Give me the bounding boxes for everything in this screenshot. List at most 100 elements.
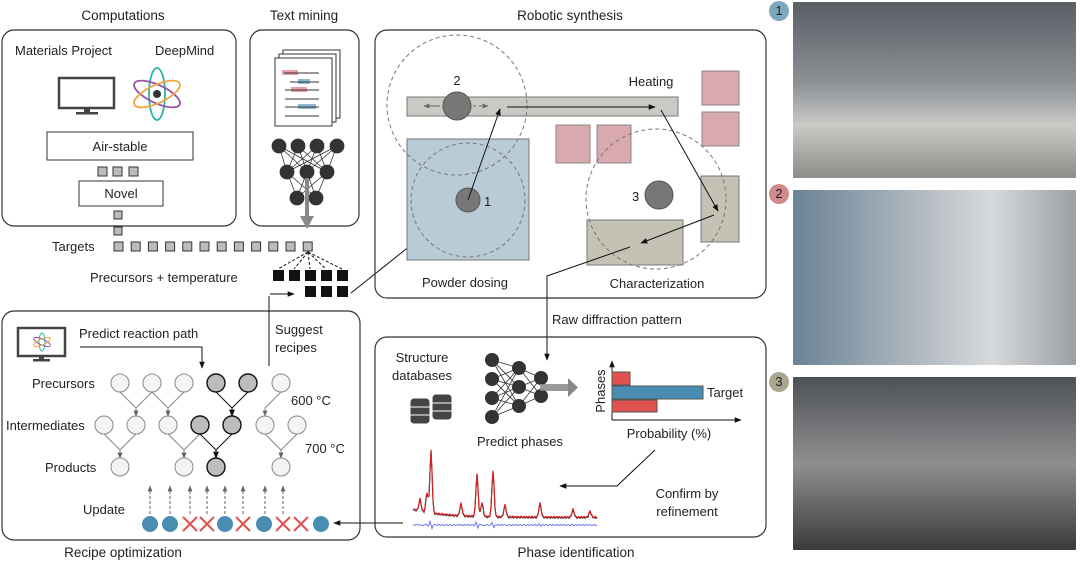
- recipe-square: [337, 270, 348, 281]
- recipe-square: [273, 270, 284, 281]
- target-square: [130, 241, 141, 252]
- success-marker: [313, 516, 329, 532]
- raw-diffraction-label: Raw diffraction pattern: [552, 312, 682, 327]
- confirm-label-2: refinement: [656, 504, 718, 519]
- target-square: [113, 241, 124, 252]
- intermediates-row-label: Intermediates: [6, 418, 85, 433]
- recipe-square: [289, 270, 300, 281]
- network-node: [534, 371, 548, 385]
- reaction-node: [94, 415, 114, 435]
- recipe-squares: [273, 251, 348, 297]
- materials-project-label: Materials Project: [15, 43, 112, 58]
- target-square: [199, 241, 210, 252]
- reaction-node: [287, 415, 307, 435]
- network-node: [534, 389, 548, 403]
- reaction-node: [271, 373, 291, 393]
- reaction-edge: [151, 391, 171, 417]
- reaction-edge: [117, 433, 137, 459]
- fail-marker: [235, 516, 251, 532]
- probability-axis-label: Probability (%): [627, 426, 712, 441]
- success-marker: [217, 516, 233, 532]
- target-square: [147, 241, 158, 252]
- novel-label: Novel: [104, 186, 137, 201]
- success-marker: [162, 516, 178, 532]
- text-mining-title: Text mining: [270, 8, 338, 23]
- reaction-node: [222, 415, 242, 435]
- target-square: [302, 241, 313, 252]
- predict-arrow: [568, 378, 578, 397]
- phase-bar-target: [611, 385, 704, 400]
- text-mining-network-icon: [271, 138, 345, 206]
- fail-marker: [293, 516, 309, 532]
- predict-reaction-path-label: Predict reaction path: [79, 326, 198, 341]
- photo-badge-1: 1: [769, 1, 789, 21]
- suggest-recipes-label-2: recipes: [275, 340, 317, 355]
- reaction-edge: [165, 391, 185, 417]
- reaction-edge: [119, 391, 139, 417]
- reaction-edge: [167, 433, 187, 459]
- suggest-recipes-label-1: Suggest: [275, 322, 323, 337]
- structure-databases-label-2: databases: [392, 368, 452, 383]
- reaction-node: [126, 415, 146, 435]
- target-square: [216, 241, 227, 252]
- network-node: [485, 372, 499, 386]
- target-square: [251, 241, 262, 252]
- computations-title: Computations: [81, 8, 165, 23]
- monitor-icon: [57, 76, 116, 115]
- recipe-square: [321, 286, 332, 297]
- phase-bar-3: [611, 399, 658, 413]
- fail-marker: [199, 516, 215, 532]
- powder-dosing-label: Powder dosing: [422, 275, 508, 290]
- station-2-number: 2: [453, 73, 460, 88]
- recipe-optimization-title: Recipe optimization: [64, 545, 182, 560]
- reaction-node: [142, 373, 162, 393]
- targets-label: Targets: [52, 239, 95, 254]
- network-node: [329, 138, 345, 154]
- reaction-node: [110, 373, 130, 393]
- network-node: [308, 190, 324, 206]
- reaction-node: [158, 415, 178, 435]
- network-node: [289, 190, 305, 206]
- air-stable-filter: [46, 131, 194, 161]
- network-node: [279, 164, 295, 180]
- robot-3: [644, 180, 674, 210]
- temperature-700: 700 °C: [305, 441, 345, 456]
- update-label: Update: [83, 502, 125, 517]
- temperature-600: 600 °C: [291, 393, 331, 408]
- reaction-node: [206, 457, 226, 477]
- characterization-station-b: [586, 219, 684, 266]
- phase-probability-chart: Target Phases Probability (%): [593, 360, 744, 441]
- gray-arrow-head: [300, 216, 314, 229]
- reaction-edge: [213, 433, 233, 459]
- robot-2: [442, 91, 472, 121]
- diffraction-arrow: [544, 246, 631, 361]
- network-node: [309, 138, 325, 154]
- network-node: [512, 380, 526, 394]
- phase-identification-panel: Phase identification Structure databases…: [333, 336, 767, 560]
- network-node: [290, 138, 306, 154]
- success-marker: [142, 516, 158, 532]
- atom-icon: [133, 67, 181, 121]
- photo-powder-dosing-station: [793, 2, 1076, 178]
- reaction-edge: [103, 433, 123, 459]
- reaction-node: [238, 373, 258, 393]
- station-1-number: 1: [484, 194, 491, 209]
- reaction-node: [206, 373, 226, 393]
- furnaces: [555, 70, 740, 164]
- target-square: [165, 241, 176, 252]
- diffraction-pattern: [412, 449, 598, 531]
- network-node: [512, 361, 526, 375]
- experiment-outcomes: [142, 485, 329, 532]
- phase-prediction-network-icon: [485, 353, 548, 424]
- target-square: [233, 241, 244, 252]
- reaction-node: [174, 373, 194, 393]
- network-node: [485, 410, 499, 424]
- text-mining-panel: Text mining: [249, 8, 360, 229]
- reaction-edge: [199, 433, 219, 459]
- network-node: [299, 164, 315, 180]
- air-stable-label: Air-stable: [93, 139, 148, 154]
- monitor-atom-icon: [16, 326, 67, 362]
- confirm-label-1: Confirm by: [656, 486, 719, 501]
- photo-badge-2: 2: [769, 184, 789, 204]
